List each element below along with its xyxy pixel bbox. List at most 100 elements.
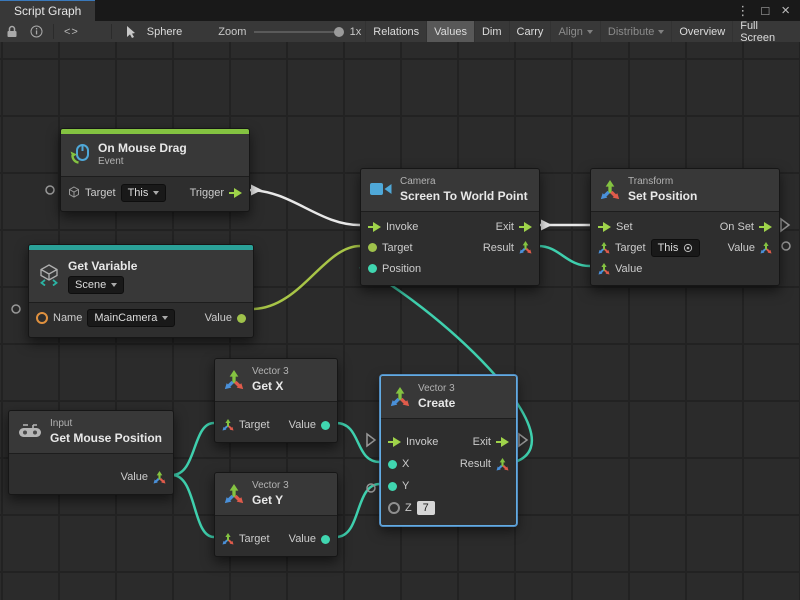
variable-scope-dropdown[interactable]: Scene xyxy=(68,275,125,294)
node-get-variable[interactable]: Get Variable Scene Name MainCamera xyxy=(28,244,254,338)
port-label-set: Set xyxy=(616,220,633,233)
node-title: Screen To World Point xyxy=(400,188,528,203)
wire-flow-trigger-invoke[interactable] xyxy=(247,188,361,227)
port-hint-triangle xyxy=(780,217,791,233)
value-in-port[interactable] xyxy=(388,459,397,469)
graph-canvas[interactable]: On Mouse Drag Event Target This xyxy=(0,42,800,600)
flow-in-port[interactable] xyxy=(598,221,611,232)
tab-title: Script Graph xyxy=(14,4,82,18)
toolbar-button-align[interactable]: Align xyxy=(550,21,599,42)
toolbar-button-dim[interactable]: Dim xyxy=(473,21,509,42)
flow-in-port[interactable] xyxy=(388,437,401,447)
window-maximize-icon[interactable]: □ xyxy=(761,3,770,18)
wire-vector-getx-x[interactable] xyxy=(335,421,381,464)
tab-script-graph[interactable]: Script Graph xyxy=(0,0,96,21)
window-close-icon[interactable]: × xyxy=(781,2,790,19)
wire-object-value-target[interactable] xyxy=(251,244,361,311)
node-header[interactable]: Camera Screen To World Point xyxy=(361,169,539,212)
node-category: Vector 3 xyxy=(252,366,289,378)
node-get-y[interactable]: Vector 3 Get Y Target Value xyxy=(214,472,338,557)
zoom-slider[interactable] xyxy=(254,26,345,38)
toolbar-button-overview[interactable]: Overview xyxy=(671,21,732,42)
node-vector3-create[interactable]: Vector 3 Create Invoke Exit xyxy=(380,375,517,526)
flow-in-port[interactable] xyxy=(368,221,381,232)
node-header[interactable]: Transform Set Position xyxy=(591,169,779,212)
value-in-port[interactable] xyxy=(388,502,400,514)
wire-vector-result-value[interactable] xyxy=(537,244,591,268)
toolbar-button-distribute[interactable]: Distribute xyxy=(599,21,671,42)
node-set-position[interactable]: Transform Set Position Set On Set xyxy=(590,168,780,286)
vector3-icon[interactable] xyxy=(496,457,509,471)
node-header[interactable]: On Mouse Drag Event xyxy=(61,134,249,177)
wire-vector-mouse-getx[interactable] xyxy=(171,421,215,477)
vector3-icon[interactable] xyxy=(153,470,166,484)
port-label-target: Target xyxy=(615,241,646,254)
vector3-icon xyxy=(224,370,244,390)
port-hint-circle xyxy=(781,241,791,251)
port-hint-triangle xyxy=(366,432,377,448)
toolbar-button-fullscreen[interactable]: Full Screen xyxy=(732,20,800,44)
value-in-port[interactable] xyxy=(368,264,377,273)
chevron-down-icon xyxy=(162,316,169,320)
toolbar-button-align-label: Align xyxy=(558,25,583,38)
node-header[interactable]: Vector 3 Create xyxy=(381,376,516,419)
port-label-target: Target xyxy=(382,241,413,254)
port-label-y: Y xyxy=(402,480,410,492)
flow-out-port[interactable] xyxy=(496,437,509,447)
target-this-dropdown[interactable]: This xyxy=(120,184,167,202)
value-out-port[interactable] xyxy=(321,534,330,544)
port-label-value-in: Value xyxy=(615,262,643,275)
node-category: Camera xyxy=(400,176,436,188)
port-hint-circle xyxy=(45,185,55,195)
zoom-slider-track[interactable] xyxy=(254,30,342,33)
vector3-icon[interactable] xyxy=(222,533,234,545)
node-header[interactable]: Get Variable Scene xyxy=(29,250,253,303)
vector3-icon[interactable] xyxy=(222,419,234,431)
node-header[interactable]: Input Get Mouse Position xyxy=(9,411,173,454)
value-in-port[interactable] xyxy=(388,481,397,491)
window-menu-icon[interactable]: ⋮ xyxy=(736,3,750,18)
toolbar-button-relations[interactable]: Relations xyxy=(365,21,426,42)
value-out-port[interactable] xyxy=(237,313,246,323)
vector3-icon[interactable] xyxy=(598,262,610,275)
flow-out-port[interactable] xyxy=(229,188,242,198)
port-label-target: Target xyxy=(85,187,116,199)
node-header[interactable]: Vector 3 Get Y xyxy=(215,473,337,516)
variable-name-dropdown[interactable]: MainCamera xyxy=(87,309,176,327)
z-value-input[interactable]: 7 xyxy=(416,501,435,515)
lock-icon[interactable] xyxy=(0,21,24,42)
port-label-exit: Exit xyxy=(495,220,514,233)
wire-vector-mouse-gety[interactable] xyxy=(171,473,215,539)
toolbar-separator xyxy=(53,24,54,39)
node-screen-to-world-point[interactable]: Camera Screen To World Point Invoke Exit xyxy=(360,168,540,286)
node-get-mouse-position[interactable]: Input Get Mouse Position Value xyxy=(8,410,174,495)
node-on-mouse-drag[interactable]: On Mouse Drag Event Target This xyxy=(60,128,250,212)
toolbar-button-values[interactable]: Values xyxy=(426,21,474,42)
chevron-down-icon xyxy=(658,29,665,34)
node-header[interactable]: Vector 3 Get X xyxy=(215,359,337,402)
node-get-x[interactable]: Vector 3 Get X Target Value xyxy=(214,358,338,443)
string-in-port[interactable] xyxy=(36,312,48,324)
vector3-icon[interactable] xyxy=(519,241,532,254)
toolbar-button-carry[interactable]: Carry xyxy=(508,21,551,42)
transform-icon xyxy=(600,180,620,200)
wire-vector-gety-y[interactable] xyxy=(335,482,381,539)
code-view-icon[interactable]: <> xyxy=(63,25,79,38)
port-label-result: Result xyxy=(459,458,491,470)
target-this-picker[interactable]: This xyxy=(650,238,701,257)
zoom-slider-knob[interactable] xyxy=(334,26,345,37)
graph-target-name[interactable]: Sphere xyxy=(146,25,183,38)
port-label-target: Target xyxy=(239,419,270,431)
vector3-icon[interactable] xyxy=(760,241,772,254)
port-hint-circle xyxy=(366,483,376,493)
flow-out-port[interactable] xyxy=(519,221,532,232)
vector3-icon[interactable] xyxy=(598,241,610,254)
port-label-value-out: Value xyxy=(727,241,755,254)
info-icon[interactable] xyxy=(24,21,49,42)
flow-out-port[interactable] xyxy=(759,221,772,232)
value-out-port[interactable] xyxy=(321,420,330,430)
port-label-value: Value xyxy=(204,312,232,324)
value-in-port[interactable] xyxy=(368,243,377,252)
zoom-value[interactable]: 1x xyxy=(349,25,362,38)
